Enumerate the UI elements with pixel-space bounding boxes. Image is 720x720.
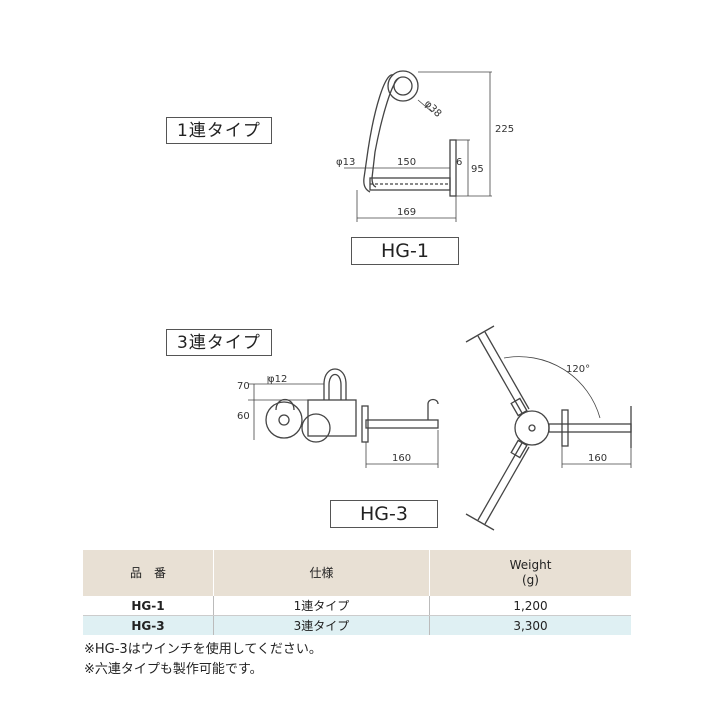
type1-section-label: 1連タイプ [166, 117, 272, 144]
row-spec: 1連タイプ [213, 596, 430, 616]
hg3-height-upper-text: 70 [237, 381, 250, 392]
hg1-shank-inner [371, 77, 400, 188]
hg3-side-drawing [248, 368, 439, 468]
hg3-arm-right [548, 423, 632, 433]
hg3-side-rod [365, 419, 439, 429]
row-code: HG-3 [83, 615, 214, 635]
hg3-arm-upper-b [484, 331, 530, 410]
type3-section-label: 3連タイプ [166, 329, 272, 356]
header-weight: Weight (g) [429, 550, 631, 596]
hg3-arm-upper-nut [510, 397, 528, 417]
hg1-inner-len-text: 150 [397, 157, 416, 168]
note-winch: ※HG-3はウインチを使用してください。 [84, 642, 322, 657]
hg3-side-len-text: 160 [392, 453, 411, 464]
hg3-hub-center [528, 424, 536, 432]
hg1-shank-outer [363, 74, 394, 193]
hg3-side-hook [427, 398, 439, 420]
hg3-shackle-outer [323, 368, 347, 400]
hg3-shackle-inner [328, 373, 342, 400]
hg3-pulley-left [265, 401, 303, 439]
hg3-side-labels: 70 60 φ12 160 [237, 374, 411, 464]
table-row: HG-3 3連タイプ 3,300 [83, 615, 631, 635]
table-row: HG-1 1連タイプ 1,200 [83, 596, 631, 616]
row-spec: 3連タイプ [213, 615, 430, 635]
hg3-arm-lower-a [477, 442, 523, 521]
hg1-height-total-text: 225 [495, 124, 514, 135]
row-code: HG-1 [83, 596, 214, 616]
hg3-hub [514, 410, 550, 446]
hg3-body [307, 399, 357, 437]
hg3-top-len-text: 160 [588, 453, 607, 464]
hg3-top-drawing [465, 325, 632, 531]
header-spec: 仕様 [213, 550, 430, 596]
hg3-pin-dia-text: φ12 [268, 374, 287, 385]
hg1-ring [387, 70, 419, 102]
hg3-top-labels: 120° 160 [566, 364, 607, 464]
header-weight-line1: Weight [509, 558, 552, 572]
hg3-hook [275, 398, 295, 411]
hg1-drawing [344, 70, 492, 222]
hg3-arm-upper-end [465, 325, 495, 343]
hg3-pulley-left-hub [278, 414, 290, 426]
hg3-side-plate [361, 405, 369, 443]
hg1-model-label: HG-1 [351, 237, 459, 265]
hg3-arm-lower-b [484, 446, 530, 525]
hg3-arm-upper-a [477, 335, 523, 414]
hg1-total-len-text: 169 [397, 207, 416, 218]
header-product-code: 品 番 [83, 550, 214, 596]
hg3-angle-arc [503, 356, 601, 419]
row-weight: 3,300 [429, 615, 631, 635]
spec-table-header: 品 番 仕様 Weight (g) [83, 550, 631, 596]
hg1-dim-38-leader [417, 99, 433, 113]
note-six-type: ※六連タイプも製作可能です。 [84, 662, 263, 677]
hg3-pulley-right [301, 413, 331, 443]
hg3-model-label: HG-3 [330, 500, 438, 528]
header-weight-line2: (g) [522, 573, 539, 587]
hg3-height-lower-text: 60 [237, 411, 250, 422]
hg1-height-lower-text: 95 [471, 164, 484, 175]
hg1-end-plate [449, 139, 457, 197]
hg1-ring-dia-text: φ38 [422, 98, 443, 119]
row-weight: 1,200 [429, 596, 631, 616]
hg1-rod-dia-text: φ13 [336, 157, 355, 168]
notes: ※HG-3はウインチを使用してください。 ※六連タイプも製作可能です。 [84, 640, 322, 680]
hg1-ring-inner [393, 76, 413, 96]
hg1-dim-labels: φ38 225 φ13 150 6 95 169 [336, 98, 514, 218]
hg3-arm-lower-end [465, 513, 495, 531]
hg3-angle-text: 120° [566, 364, 590, 375]
spec-table: 品 番 仕様 Weight (g) HG-1 1連タイプ 1,200 HG-3 … [83, 550, 631, 635]
hg3-arm-lower-nut [510, 439, 528, 459]
hg1-thickness-text: 6 [456, 157, 462, 168]
hg3-arm-right-plate [561, 409, 569, 447]
